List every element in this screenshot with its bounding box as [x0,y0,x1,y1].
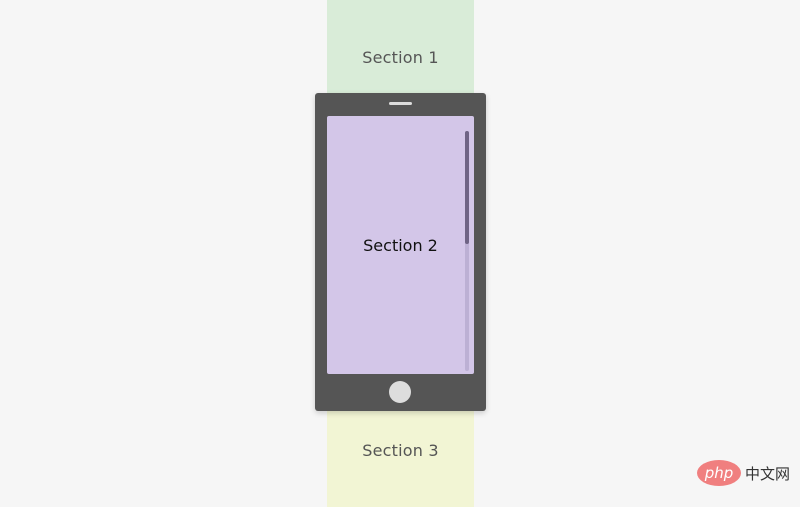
scrollbar-thumb[interactable] [465,131,469,244]
section-3-panel: Section 3 [327,392,474,507]
section-3-label: Section 3 [362,441,439,460]
section-2-label: Section 2 [363,235,438,255]
home-button[interactable] [389,381,411,403]
phone-frame: Section 2 [315,93,486,411]
phone-speaker-icon [389,102,412,105]
php-logo-icon: php [697,460,741,486]
watermark: php 中文网 [697,460,790,486]
watermark-site-text: 中文网 [745,464,791,483]
phone-screen[interactable]: Section 2 [327,116,474,374]
section-1-label: Section 1 [362,48,439,67]
scrollbar-track[interactable] [465,131,469,371]
